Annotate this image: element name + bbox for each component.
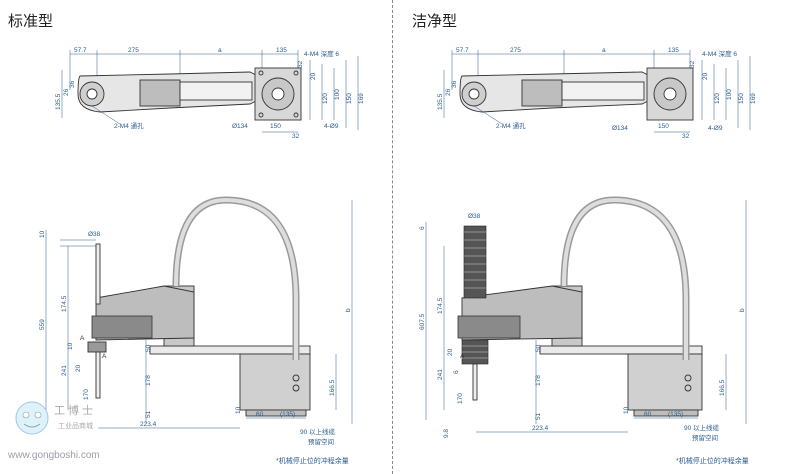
dim-10-r: 10 <box>623 406 630 414</box>
dim-10-mid: 10 <box>67 342 74 350</box>
label-2m4-r: 2-M4 通孔 <box>496 121 526 130</box>
label-4phi9-r: 4-Ø9 <box>708 125 723 132</box>
dim-phi134-r: Ø134 <box>612 125 628 132</box>
dim-170-r: 170 <box>457 393 464 404</box>
dim-178: 178 <box>145 375 152 386</box>
dim-a-r: a <box>602 47 606 54</box>
dim-20: 20 <box>75 364 82 372</box>
dim-20-r: 20 <box>447 348 454 356</box>
dim-100-r: 100 <box>726 89 733 100</box>
label-a: A <box>80 335 85 342</box>
dim-241-r: 241 <box>437 369 444 380</box>
label-4phi9: 4-Ø9 <box>324 123 339 130</box>
dim-150-r: 150 <box>738 93 745 104</box>
dim-10-top: 10 <box>39 230 46 238</box>
top-view-standard: 57.7 275 a 135 4-M4 深度 6 135.5 26 36 32 … <box>55 47 365 140</box>
label-m4-depth: 4-M4 深度 6 <box>304 49 339 58</box>
dim-phi38: Ø38 <box>88 231 101 238</box>
dim-275: 275 <box>128 47 139 54</box>
dim-60: 60 <box>256 411 264 418</box>
cable-note-1-r: 90 以上线缆 <box>684 423 720 432</box>
dim-135-paren-r: (135) <box>668 411 683 418</box>
dim-150b: 150 <box>270 123 281 130</box>
cable-note-2: 预留空间 <box>308 437 334 446</box>
dim-120: 120 <box>322 93 329 104</box>
dim-135-5: 135.5 <box>55 93 62 110</box>
dim-51: 51 <box>145 410 152 418</box>
dim-100: 100 <box>334 89 341 100</box>
dim-150b-r: 150 <box>658 123 669 130</box>
dim-20: 20 <box>310 72 317 80</box>
label-a-r: A <box>460 353 465 360</box>
dim-174-5-r: 174.5 <box>437 297 444 314</box>
dim-178-r: 178 <box>535 375 542 386</box>
dim-32b: 32 <box>292 133 300 140</box>
dim-20-r: 20 <box>702 72 709 80</box>
dim-a: a <box>218 47 222 54</box>
dim-169: 169 <box>358 93 365 104</box>
dim-36-r: 36 <box>451 80 458 88</box>
watermark-logo: 工 博 士 工业品商城 <box>15 401 93 435</box>
right-drawing: 57.7 275 a 135 4-M4 深度 6 135.5 26 36 32 … <box>419 47 757 442</box>
dim-169-r: 169 <box>750 93 757 104</box>
label-m4-depth-r: 4-M4 深度 6 <box>702 49 737 58</box>
dim-174-5: 174.5 <box>61 295 68 312</box>
dim-26: 26 <box>63 88 70 96</box>
label-2m4: 2-M4 通孔 <box>114 121 144 130</box>
dim-32b-r: 32 <box>682 133 690 140</box>
left-drawing: 57.7 275 a 135 4-M4 深度 6 135.5 26 36 32 … <box>39 47 365 446</box>
dim-241: 241 <box>61 365 68 376</box>
dim-120-r: 120 <box>714 93 721 104</box>
dim-b-r: b <box>739 308 746 312</box>
side-view-standard: 10 559 174.5 10 241 170 20 178 50 51 Ø38… <box>39 196 353 446</box>
dim-b: b <box>345 308 352 312</box>
dim-166-5-r: 166.5 <box>719 379 726 396</box>
footnote-left: *机械停止位的冲程余量 <box>276 458 349 465</box>
dim-57-7-r: 57.7 <box>456 47 469 54</box>
dim-32-r: 32 <box>689 60 696 68</box>
dim-559: 559 <box>39 319 46 330</box>
dim-6-top: 6 <box>419 226 426 230</box>
dim-223-4: 223.4 <box>140 421 157 428</box>
dim-150: 150 <box>346 93 353 104</box>
dim-50-r: 50 <box>535 344 542 352</box>
label-a-right: A <box>102 353 107 360</box>
watermark-sub: 工业品商城 <box>58 421 93 430</box>
dim-6-mid: 6 <box>453 370 460 374</box>
dim-60-r: 60 <box>644 411 652 418</box>
dim-166-5: 166.5 <box>329 379 336 396</box>
title-standard: 标准型 <box>8 13 54 30</box>
dim-607-5: 607.5 <box>419 313 426 330</box>
cable-note-1: 90 以上线缆 <box>300 427 336 436</box>
cable-note-2-r: 预留空间 <box>692 433 718 442</box>
dim-135-5-r: 135.5 <box>437 93 444 110</box>
watermark-chars: 工 博 士 <box>54 404 93 417</box>
bellows <box>461 225 489 365</box>
dim-170: 170 <box>83 389 90 400</box>
dim-50: 50 <box>145 344 152 352</box>
watermark-url: www.gongboshi.com <box>8 450 100 461</box>
dim-275-r: 275 <box>510 47 521 54</box>
dim-36: 36 <box>69 80 76 88</box>
dim-26-r: 26 <box>445 88 452 96</box>
footnote-right: *机械停止位的冲程余量 <box>676 458 749 465</box>
top-view-clean: 57.7 275 a 135 4-M4 深度 6 135.5 26 36 32 … <box>437 47 757 140</box>
dim-57-7: 57.7 <box>74 47 87 54</box>
dim-135: 135 <box>276 47 287 54</box>
dim-phi134: Ø134 <box>232 123 248 130</box>
panel-divider <box>392 0 393 474</box>
dim-9-8: 9.8 <box>443 429 450 438</box>
dim-phi38-r: Ø38 <box>468 213 481 220</box>
dim-51-r: 51 <box>535 412 542 420</box>
dim-223-4-r: 223.4 <box>532 425 549 432</box>
side-view-clean: 6 607.5 174.5 241 170 6 20 9.8 178 50 51… <box>419 196 747 442</box>
dim-32: 32 <box>297 60 304 68</box>
dim-135-paren: (135) <box>280 411 295 418</box>
dim-135-r: 135 <box>668 47 679 54</box>
dim-10-bottom: 10 <box>235 406 242 414</box>
title-clean: 洁净型 <box>412 13 458 30</box>
